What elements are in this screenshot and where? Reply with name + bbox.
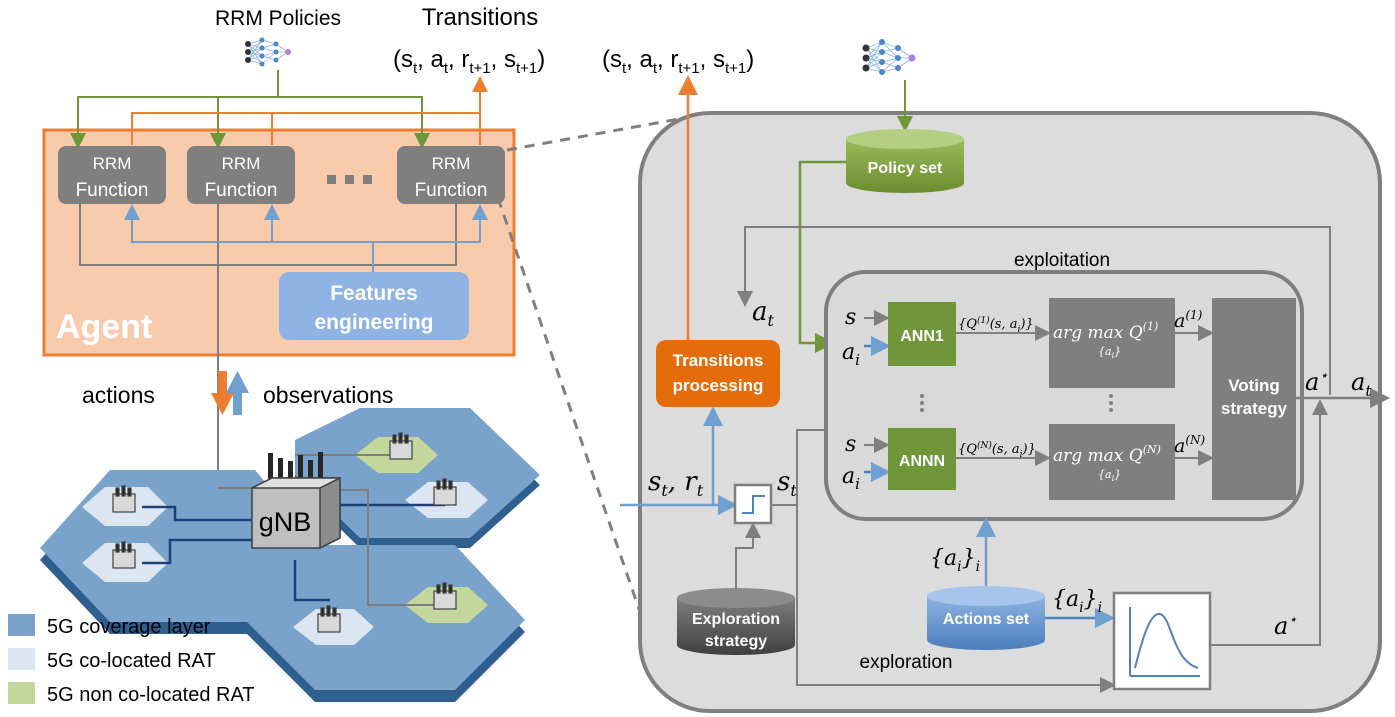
- legend-swatch-colocated: [8, 648, 35, 670]
- legend-noncolocated: 5G non co-located RAT: [47, 684, 255, 706]
- actions-set-cylinder: Actions set: [927, 586, 1045, 650]
- svg-text:Function: Function: [415, 180, 488, 201]
- exploration-label: exploration: [860, 652, 953, 673]
- voting-strategy-box: Voting strategy: [1212, 298, 1296, 500]
- argmax-n-box: arg max Q(N) {ai}: [1049, 424, 1175, 500]
- rrm-function-ellipsis: [327, 175, 372, 184]
- svg-text:engineering: engineering: [314, 311, 433, 334]
- svg-text:processing: processing: [673, 376, 764, 395]
- features-engineering-box: Features engineering: [279, 272, 469, 340]
- svg-text:{ai}: {ai}: [1098, 345, 1121, 360]
- annN-q-output: {Q(N)(s, ai)}: [958, 440, 1036, 460]
- svg-text:Function: Function: [205, 180, 278, 201]
- rrm-function-2: RRM Function: [187, 146, 295, 204]
- transition-tuple-left: (st, at, rt+1, st+1): [393, 46, 545, 77]
- svg-text:Exploration: Exploration: [692, 611, 780, 628]
- ann1-box: ANN1: [888, 302, 956, 366]
- transition-tuple-right: (st, at, rt+1, st+1): [602, 46, 754, 77]
- policy-set-cylinder: Policy set: [846, 129, 964, 193]
- rrm-function-n: RRM Function: [397, 146, 505, 204]
- annN-box: ANNN: [888, 428, 956, 490]
- input-st-rt-label: st, rt: [648, 467, 704, 500]
- legend-colocated: 5G co-located RAT: [47, 650, 216, 672]
- svg-text:(st, at, rt+1, st+1): (st, at, rt+1, st+1): [602, 46, 754, 77]
- svg-text:arg max Q(1): arg max Q(1): [1053, 320, 1158, 343]
- transitions-processing-box: Transitions processing: [656, 340, 780, 407]
- annN-input-s: s: [845, 432, 856, 457]
- svg-text:{ai}: {ai}: [1098, 468, 1121, 483]
- legend-swatch-noncolocated: [8, 682, 35, 704]
- actions-label: actions: [82, 382, 155, 408]
- svg-text:ANNN: ANNN: [899, 453, 945, 470]
- svg-text:strategy: strategy: [705, 633, 767, 650]
- svg-text:RRM: RRM: [432, 154, 471, 173]
- neural-network-icon-2: [862, 39, 916, 75]
- exploitation-label: exploitation: [1014, 250, 1110, 271]
- legend: 5G coverage layer 5G co-located RAT 5G n…: [8, 614, 255, 706]
- svg-text:Features: Features: [330, 282, 418, 305]
- actions-arrow: [211, 371, 234, 415]
- svg-text:Transitions: Transitions: [673, 351, 764, 370]
- svg-text:gNB: gNB: [259, 507, 312, 537]
- neural-network-icon: [245, 37, 291, 67]
- rrm-policies-label: RRM Policies: [215, 7, 341, 30]
- rrm-function-1: RRM Function: [58, 146, 166, 204]
- svg-text:strategy: strategy: [1221, 399, 1288, 418]
- svg-text:arg max Q(N): arg max Q(N): [1053, 443, 1161, 466]
- svg-text:Function: Function: [76, 180, 149, 201]
- zoom-lines: [496, 111, 713, 613]
- ann1-input-s: s: [845, 305, 856, 330]
- ai-set-label-1: {ai}i: [930, 546, 980, 575]
- distribution-plot-box: [1112, 591, 1212, 691]
- transitions-label: Transitions: [422, 4, 538, 31]
- svg-text:(st, at, rt+1, st+1): (st, at, rt+1, st+1): [393, 46, 545, 77]
- svg-text:RRM: RRM: [222, 154, 261, 173]
- ann1-q-output: {Q(1)(s, ai)}: [958, 315, 1034, 335]
- svg-text:Policy set: Policy set: [868, 160, 943, 177]
- svg-text:st, rt: st, rt: [648, 467, 704, 500]
- exploration-switch: [733, 483, 773, 525]
- vertical-ellipsis: [920, 394, 1113, 412]
- observations-arrow: [226, 371, 249, 415]
- exploration-strategy-cylinder: Exploration strategy: [677, 588, 795, 655]
- ai-set-label-2: {ai}i: [1052, 587, 1102, 616]
- gnb-base-station: gNB: [251, 452, 341, 550]
- observations-label: observations: [263, 382, 393, 408]
- svg-text:Voting: Voting: [1228, 376, 1280, 395]
- svg-text:ANN1: ANN1: [900, 328, 944, 345]
- radio-unit-icons: [112, 432, 457, 633]
- svg-text:RRM: RRM: [93, 154, 132, 173]
- legend-coverage: 5G coverage layer: [47, 616, 211, 638]
- svg-text:Actions set: Actions set: [943, 611, 1030, 628]
- agent-label: Agent: [56, 308, 152, 346]
- argmax-1-box: arg max Q(1) {ai}: [1049, 298, 1175, 388]
- legend-swatch-coverage: [8, 614, 35, 636]
